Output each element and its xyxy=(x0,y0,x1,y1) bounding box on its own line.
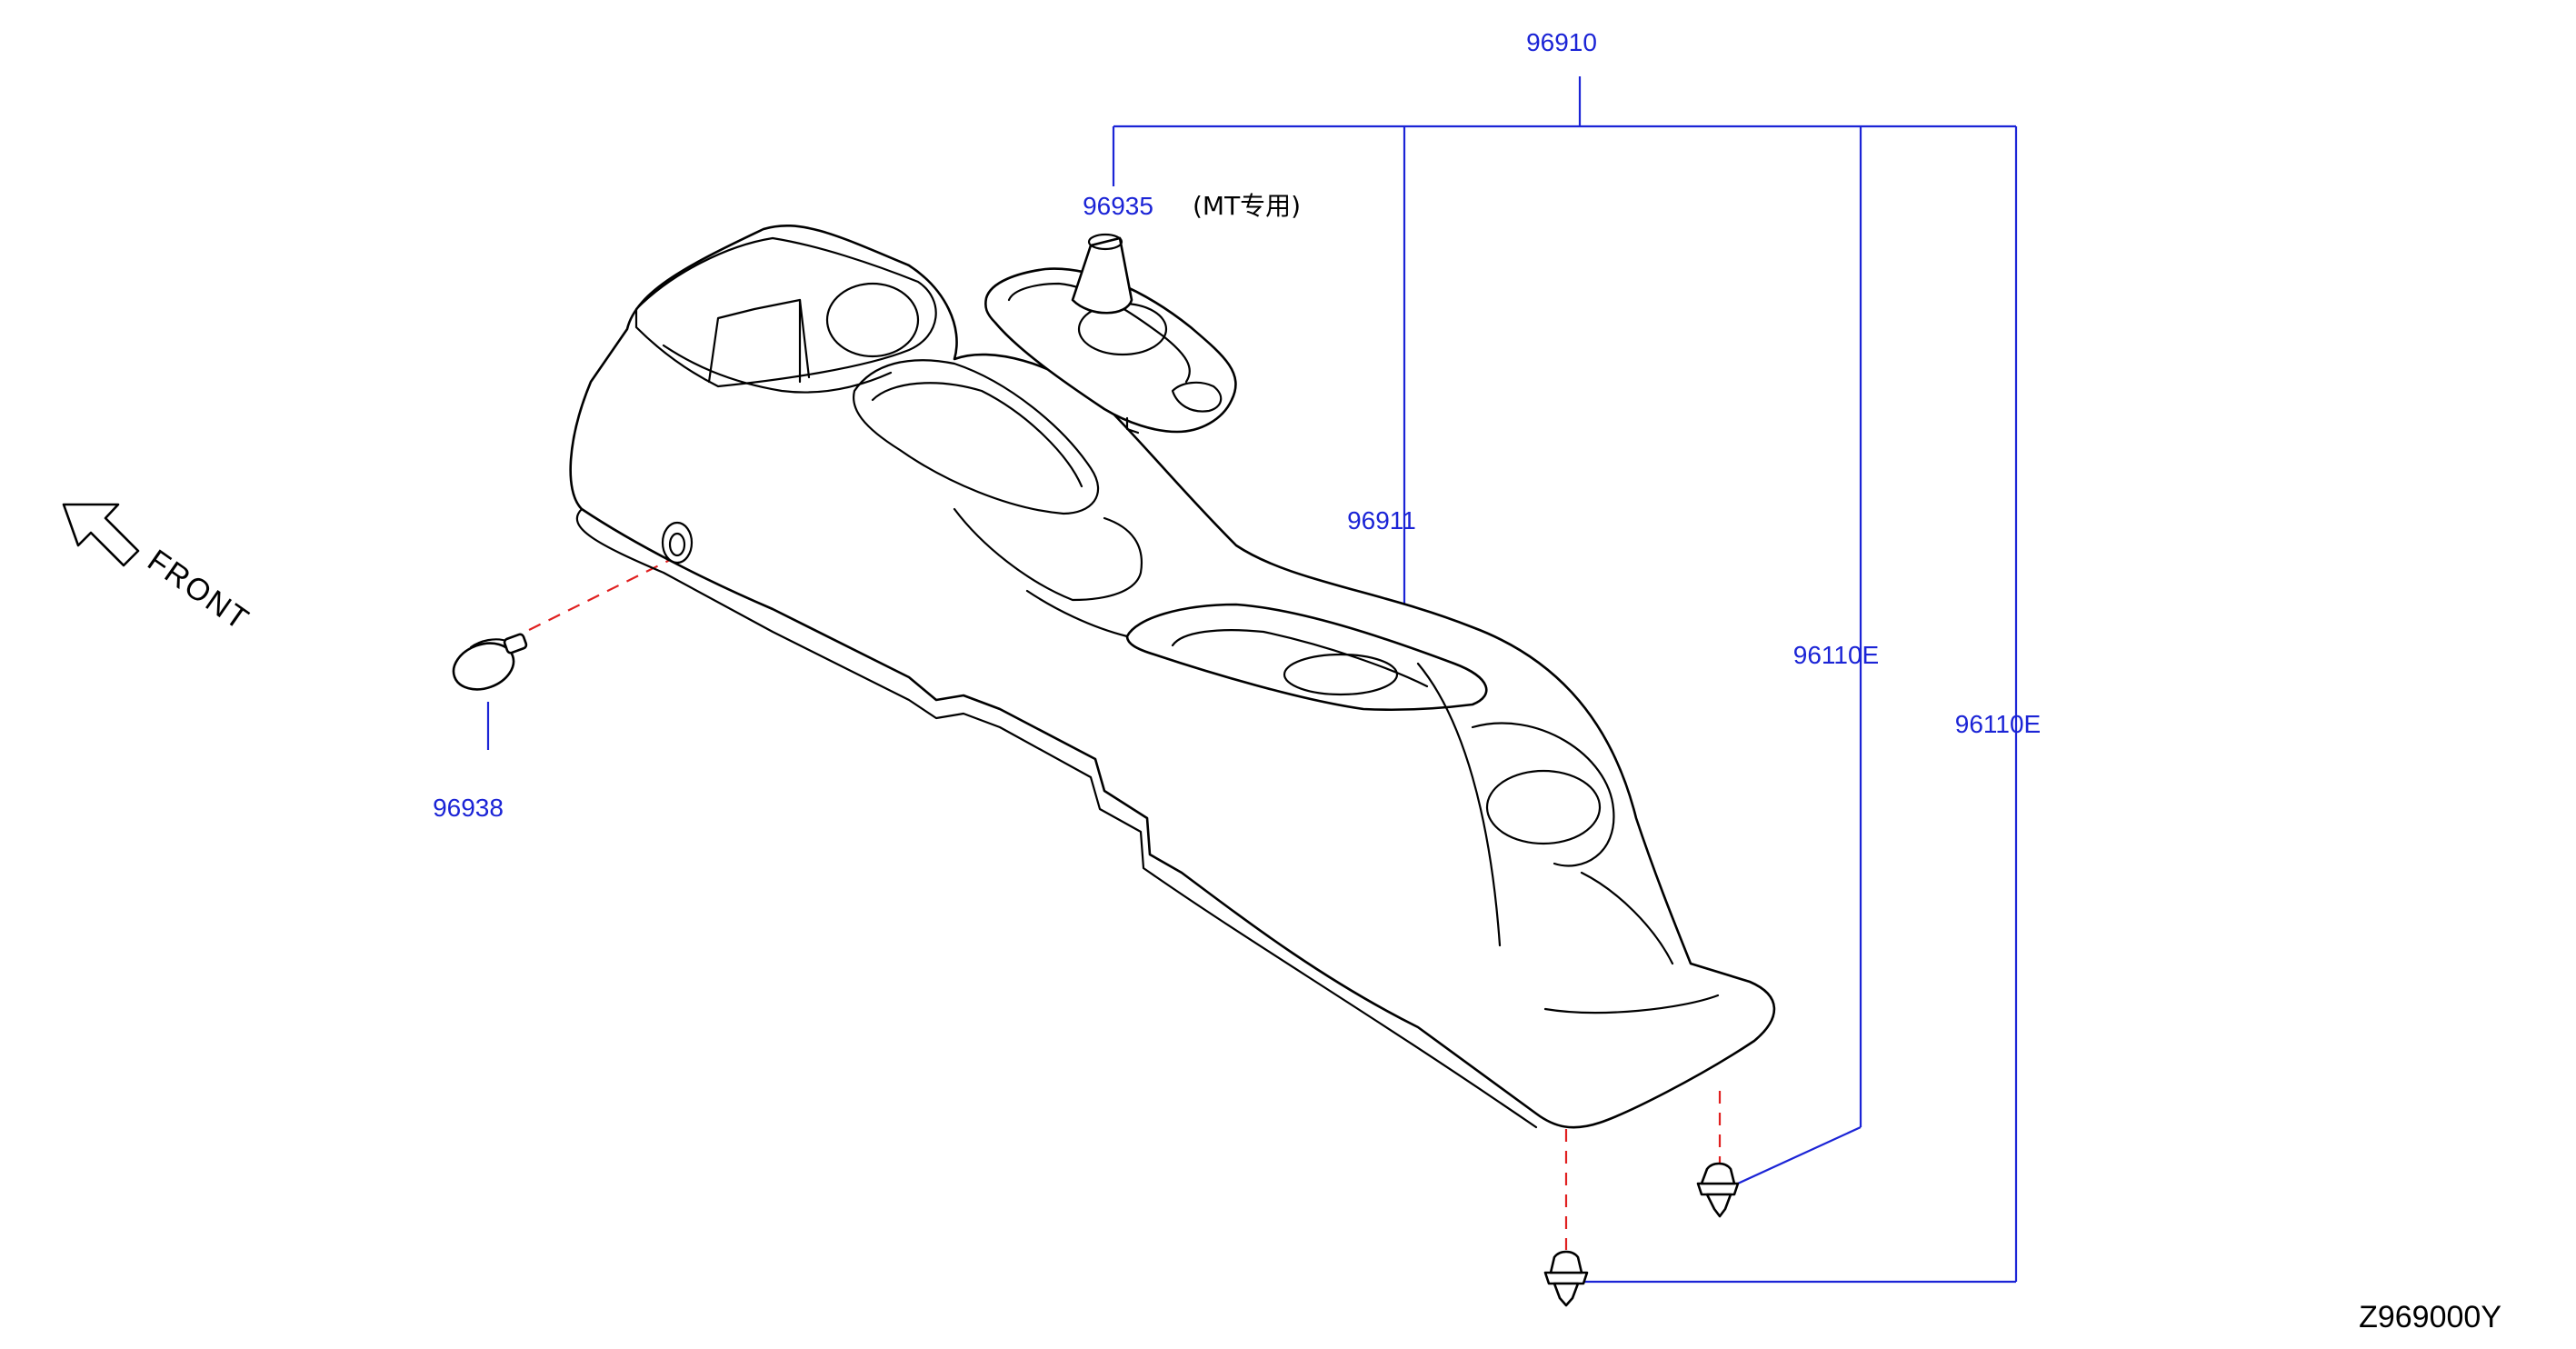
front-label: FRONT xyxy=(141,543,255,637)
shift-boot-note: (MT专用) xyxy=(1193,191,1301,221)
grommet-illustration xyxy=(452,633,528,691)
part-number-clip-a[interactable]: 96110E xyxy=(1793,641,1879,669)
part-number-clip-b[interactable]: 96110E xyxy=(1955,710,2041,738)
front-arrow-icon xyxy=(62,503,140,567)
part-number-shift-boot[interactable]: 96935 xyxy=(1083,192,1153,220)
part-number-console[interactable]: 96911 xyxy=(1347,506,1416,535)
center-console-illustration xyxy=(569,224,1776,1129)
clip-illustration-a xyxy=(1696,1162,1740,1218)
shift-boot-illustration xyxy=(984,233,1237,435)
part-number-assembly[interactable]: 96910 xyxy=(1526,28,1597,56)
drawing-code: Z969000Y xyxy=(2359,1300,2501,1334)
callout-leaders xyxy=(486,76,2018,1284)
clip-illustration-b xyxy=(1543,1250,1589,1307)
part-number-grommet[interactable]: 96938 xyxy=(433,794,504,822)
